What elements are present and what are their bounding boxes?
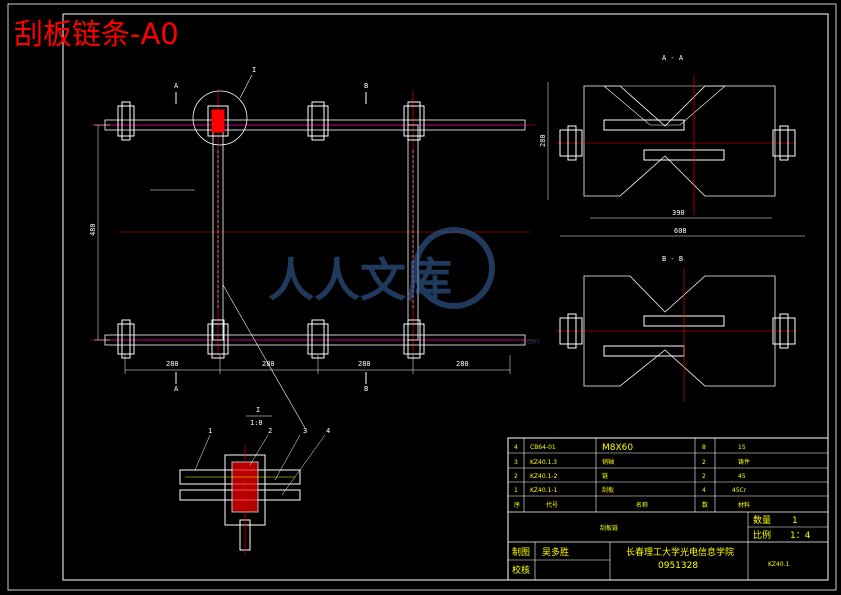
outer-border [7,3,837,591]
dim-section-a-outer: 608 [674,227,687,235]
dim-bottom-4: 280 [456,360,469,368]
drawn-by: 吴多胜 [542,546,569,558]
part-1-name: 刮板 [602,486,614,494]
header-qty: 数 [702,501,708,509]
part-2-qty: 2 [702,473,706,480]
drawing-title: 刮板链条-A0 [14,17,179,51]
bottom-dimensions: 280 280 280 280 [124,355,511,374]
detail-part-1: 1 [208,427,212,435]
section-marker-a-top: A [174,82,179,90]
class-code: 0951328 [658,561,698,571]
detail-view: I 1:8 1 2 3 4 [179,406,330,555]
detail-scale: 1:8 [250,419,263,427]
dim-section-a-inner: 390 [672,209,685,217]
detail-part-4: 4 [326,427,330,435]
section-a-view: A - A 280 390 608 [539,54,805,237]
dim-section-a-height: 280 [539,134,547,147]
header-no: 序 [514,501,520,509]
watermark-suffix: .com [520,337,540,346]
part-2-name: 链 [602,472,608,480]
part-4-no: 4 [514,444,518,451]
part-2-no: 2 [514,473,518,480]
dim-bottom-3: 280 [358,360,371,368]
scale-label: 比例 [753,529,771,541]
dim-bottom-1: 280 [166,360,179,368]
part-3-name: 销轴 [602,458,614,466]
part-4-mat: 15 [738,444,746,451]
left-dimension: 480 [89,124,110,341]
checked-label: 校核 [512,564,530,576]
section-marker-b-top: B [364,82,368,90]
part-3-code: KZ40.1.3 [530,459,557,466]
drawing-name: 刮板链 [600,524,618,532]
quantity-value: 1 [792,516,798,526]
part-4-qty: 8 [702,444,706,451]
header-mat: 材料 [738,501,750,509]
school-name: 长春理工大学光电信息学院 [626,546,734,558]
watermark-logo-circle [413,227,495,309]
header-name: 名称 [636,501,648,509]
section-b-view: B - B [556,255,796,402]
detail-part-2: 2 [268,427,272,435]
header-code: 代号 [546,501,558,509]
title-block: 4 CB64-01 M8X60 8 15 3 KZ40.1.3 销轴 2 铸件 … [507,437,829,581]
dim-left: 480 [89,223,97,236]
part-3-no: 3 [514,459,518,466]
scale-value: 1：4 [790,531,811,541]
section-b-title: B - B [662,255,683,263]
part-1-qty: 4 [702,487,706,494]
detail-circle [192,90,248,146]
part-3-mat: 铸件 [738,458,750,466]
inner-border [62,13,829,581]
part-1-mat: 45Cr [732,487,747,494]
part-3-qty: 2 [702,459,706,466]
drawn-label: 制图 [512,546,530,558]
bottom-links [117,319,425,359]
part-4-code: CB64-01 [530,444,556,451]
part-2-mat: 45 [738,473,746,480]
detail-part-3: 3 [303,427,307,435]
watermark-text: 人人文库 [268,253,452,307]
drawing-code: KZ40.1 [768,561,790,568]
top-links [117,101,425,141]
watermark: 人人文库 .com [268,227,540,346]
section-marker-b-bottom: B [364,385,368,393]
part-1-no: 1 [514,487,518,494]
main-plan-view: I A B A B 280 280 280 280 [89,66,535,429]
detail-marker: I [252,66,256,74]
dim-bottom-2: 280 [262,360,275,368]
detail-title: I [256,406,260,414]
part-4-name: M8X60 [602,443,633,453]
part-2-code: KZ40.1-2 [530,473,558,480]
section-marker-a-bottom: A [174,385,179,393]
section-a-title: A - A [662,54,684,62]
part-1-code: KZ40.1-1 [530,487,558,494]
quantity-label: 数量 [753,514,771,526]
